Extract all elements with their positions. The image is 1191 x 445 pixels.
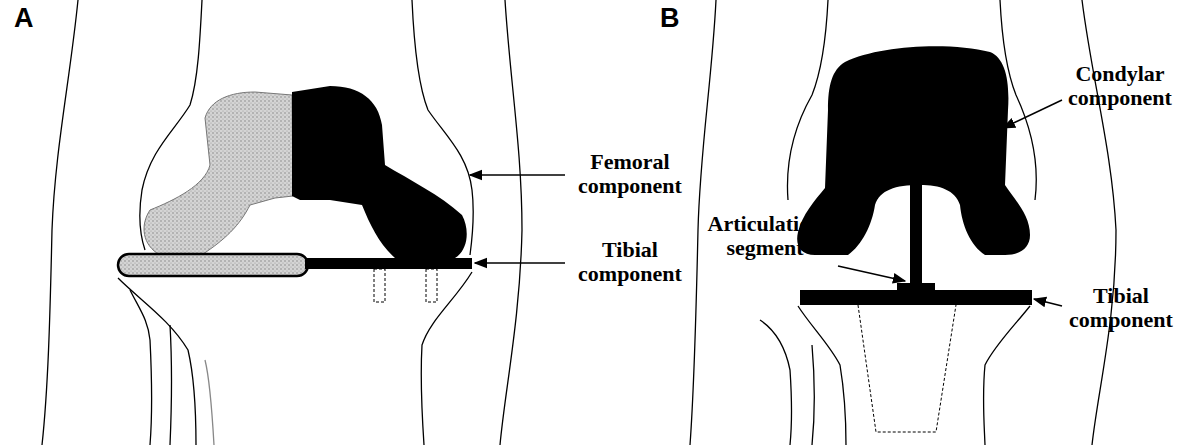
leader-arrow bbox=[475, 262, 565, 264]
fibula-outline bbox=[130, 290, 152, 445]
femur-outline bbox=[787, 0, 828, 200]
fibula-outline bbox=[812, 345, 814, 445]
leader-arrow bbox=[470, 174, 565, 176]
tibia-outline bbox=[421, 272, 472, 445]
tibial-peg bbox=[374, 269, 385, 302]
part-label: Condylar component bbox=[1055, 62, 1185, 110]
part-label: Tibial component bbox=[1056, 284, 1186, 332]
tibial-stem bbox=[858, 305, 956, 432]
tibia-outline bbox=[118, 278, 196, 445]
part-label: Femoral component bbox=[565, 150, 695, 198]
fibula-outline bbox=[170, 325, 172, 445]
part-label: Articulation segment bbox=[690, 212, 840, 260]
articulation-segment bbox=[897, 283, 935, 290]
leader-arrow bbox=[1003, 100, 1062, 128]
leader-arrow bbox=[1034, 299, 1062, 306]
tibia-outline bbox=[983, 306, 1030, 445]
panel-letter: A bbox=[14, 4, 54, 33]
leader-arrow bbox=[838, 266, 905, 281]
tibial-component-plate bbox=[800, 290, 1032, 305]
skin-outline bbox=[42, 0, 78, 445]
tibia-inner-line bbox=[205, 360, 214, 445]
part-label: Tibial component bbox=[565, 238, 695, 286]
fibula-outline bbox=[760, 320, 792, 445]
tibial-component-medial bbox=[118, 254, 308, 276]
tibial-peg bbox=[426, 269, 437, 302]
femoral-component-medial bbox=[144, 92, 293, 256]
tibial-component-lateral bbox=[305, 258, 472, 269]
skin-outline bbox=[500, 0, 522, 445]
tibia-outline bbox=[798, 306, 846, 445]
femoral-component-lateral bbox=[292, 86, 467, 258]
panel-letter: B bbox=[660, 4, 700, 33]
articulation-stem bbox=[910, 150, 922, 290]
